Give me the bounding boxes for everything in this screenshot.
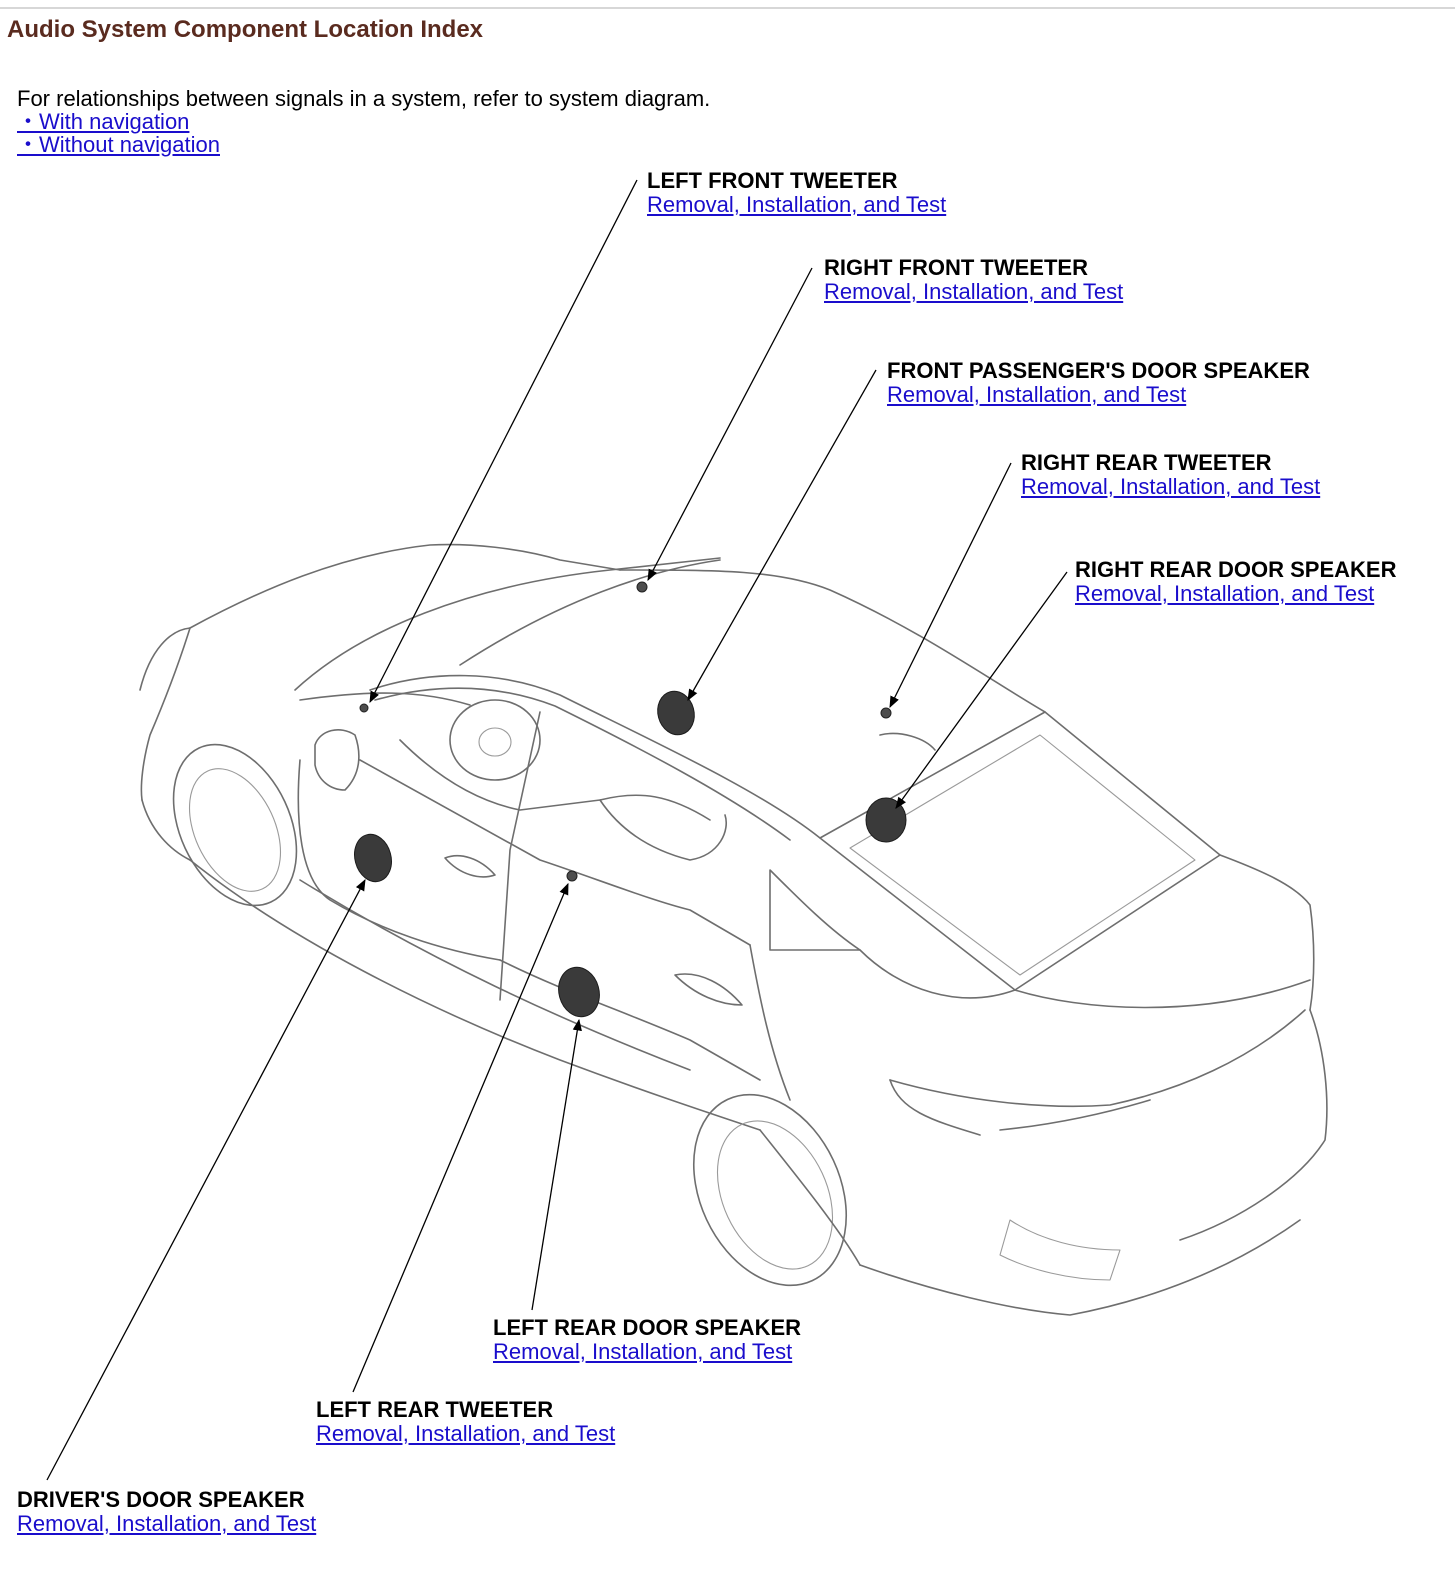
top-rule [0,7,1455,9]
removal-installation-test-link[interactable]: Removal, Installation, and Test [1075,581,1375,606]
with-navigation-link[interactable]: ・With navigation [17,109,190,134]
left-rear-door-speaker-marker [558,966,600,1018]
leader-lines [46,179,1068,1481]
callout-right-rear-door-speaker: RIGHT REAR DOOR SPEAKER Removal, Install… [1075,558,1396,606]
callout-drivers-door-speaker: DRIVER'S DOOR SPEAKER Removal, Installat… [17,1488,316,1536]
callout-right-rear-tweeter: RIGHT REAR TWEETER Removal, Installation… [1021,451,1320,499]
front-passenger-door-speaker-marker [657,690,695,736]
component-label: DRIVER'S DOOR SPEAKER [17,1487,305,1512]
component-label: LEFT REAR TWEETER [316,1397,554,1422]
left-front-tweeter-marker [359,703,369,713]
leader-left-front-tweeter [369,179,638,704]
callout-left-rear-door-speaker: LEFT REAR DOOR SPEAKER Removal, Installa… [493,1316,801,1364]
component-label: RIGHT FRONT TWEETER [824,255,1088,280]
removal-installation-test-link[interactable]: Removal, Installation, and Test [493,1339,793,1364]
leader-right-rear-door-speaker [895,571,1068,809]
intro-text: For relationships between signals in a s… [17,86,711,111]
left-rear-tweeter-marker [566,870,578,882]
leader-front-passenger-door-speaker [687,369,877,702]
removal-installation-test-link[interactable]: Removal, Installation, and Test [647,192,947,217]
callout-right-front-tweeter: RIGHT FRONT TWEETER Removal, Installatio… [824,256,1123,304]
removal-installation-test-link[interactable]: Removal, Installation, and Test [824,279,1124,304]
intro-block: For relationships between signals in a s… [17,87,710,156]
car-outline [139,543,1328,1316]
right-rear-door-speaker-marker [865,797,907,843]
callout-left-rear-tweeter: LEFT REAR TWEETER Removal, Installation,… [316,1398,615,1446]
leader-left-rear-tweeter [352,882,569,1393]
right-front-tweeter-marker [636,581,648,593]
leader-drivers-door-speaker [46,878,366,1481]
speaker-markers [354,581,907,1018]
leader-left-rear-door-speaker [531,1018,582,1311]
component-label: FRONT PASSENGER'S DOOR SPEAKER [887,358,1310,383]
without-navigation-link[interactable]: ・Without navigation [17,132,220,157]
component-label: LEFT FRONT TWEETER [647,168,898,193]
leader-right-rear-tweeter [889,462,1012,709]
callout-front-passenger-door-speaker: FRONT PASSENGER'S DOOR SPEAKER Removal, … [887,359,1310,407]
callout-left-front-tweeter: LEFT FRONT TWEETER Removal, Installation… [647,169,946,217]
removal-installation-test-link[interactable]: Removal, Installation, and Test [17,1511,317,1536]
removal-installation-test-link[interactable]: Removal, Installation, and Test [1021,474,1321,499]
drivers-door-speaker-marker [354,833,392,883]
leader-right-front-tweeter [647,267,813,582]
component-label: LEFT REAR DOOR SPEAKER [493,1315,802,1340]
right-rear-tweeter-marker [880,707,892,719]
component-label: RIGHT REAR TWEETER [1021,450,1272,475]
component-label: RIGHT REAR DOOR SPEAKER [1075,557,1397,582]
removal-installation-test-link[interactable]: Removal, Installation, and Test [887,382,1187,407]
removal-installation-test-link[interactable]: Removal, Installation, and Test [316,1421,616,1446]
page-title: Audio System Component Location Index [7,16,484,43]
